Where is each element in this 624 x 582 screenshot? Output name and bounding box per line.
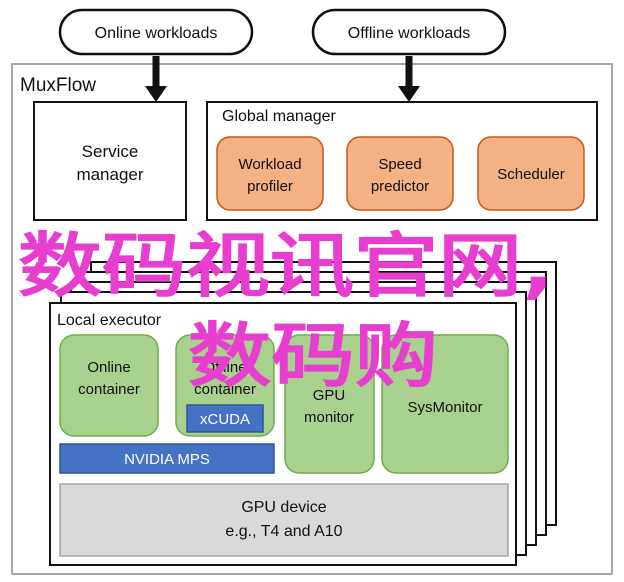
local-executor-title: Local executor [57,312,162,329]
global-manager-title: Global manager [222,108,337,125]
online-workloads-label: Online workloads [95,25,218,42]
online-container-line1: Online [87,359,130,376]
offline-container-line2: container [194,381,256,398]
service-manager-box [33,101,187,221]
speed-predictor-box [346,136,454,211]
gpu-monitor-line1: GPU [313,387,346,404]
online-workloads-arrow [145,56,167,102]
offline-workloads-label: Offline workloads [348,25,470,42]
offline-container-line1: Offline [203,359,246,376]
gpu-device-box [59,483,509,557]
service-manager-line1: Service [82,142,139,161]
nvidia-mps-label: NVIDIA MPS [124,451,210,468]
workload-profiler-line1: Workload [238,156,301,173]
gpu-monitor-line2: monitor [304,409,354,426]
workload-profiler-line2: profiler [247,178,293,195]
watermark-line2: 数码购 [188,315,438,397]
online-container-line2: container [78,381,140,398]
watermark-line1: 数码视讯官网, [18,225,554,307]
speed-predictor-line1: Speed [378,156,421,173]
workload-profiler-box [216,136,324,211]
offline-workloads-pill [311,8,507,56]
gpu-device-line1: GPU device [241,499,326,516]
online-container-box [59,334,159,437]
offline-workloads-arrow [398,56,420,102]
muxflow-title: MuxFlow [20,75,96,96]
nvidia-mps-box [59,443,275,474]
xcuda-label: xCUDA [200,411,250,428]
service-manager-line2: manager [76,165,143,184]
xcuda-box [186,404,264,433]
gpu-monitor-box [284,334,375,474]
sysmonitor-box [381,334,509,474]
gpu-device-line2: e.g., T4 and A10 [225,523,342,540]
scheduler-label: Scheduler [497,166,565,183]
online-workloads-pill [58,8,254,56]
speed-predictor-line2: predictor [371,178,429,195]
scheduler-box [477,136,585,211]
sysmonitor-label: SysMonitor [407,399,482,416]
